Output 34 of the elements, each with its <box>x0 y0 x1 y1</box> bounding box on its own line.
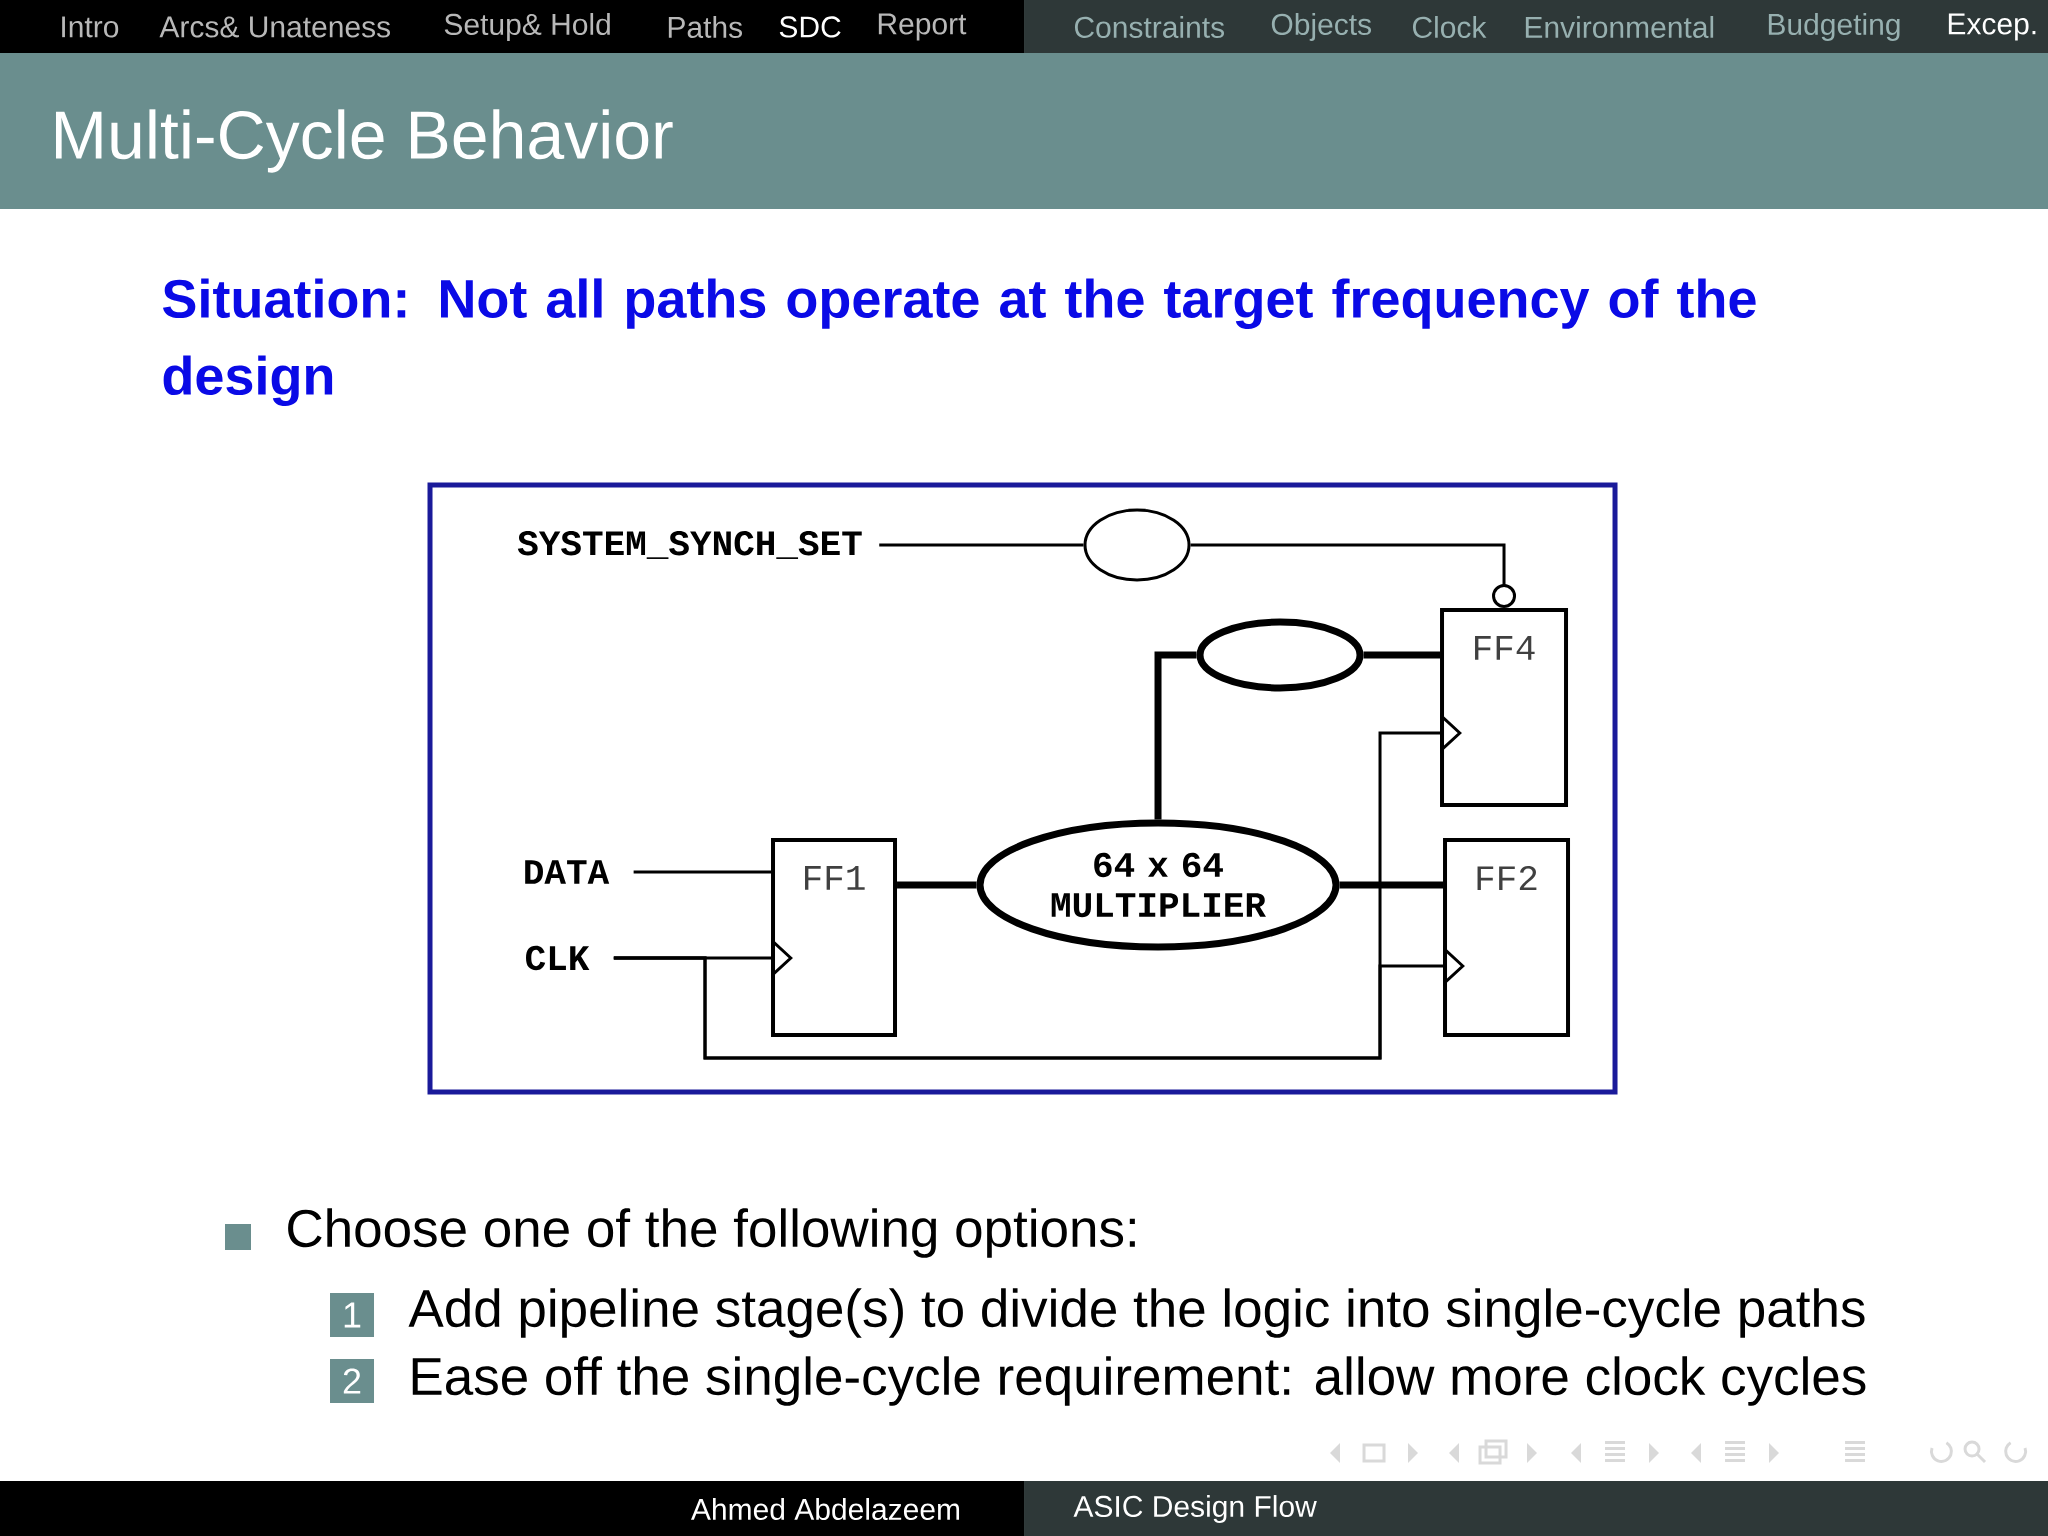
nav-link: Report <box>878 13 967 41</box>
nav-link: SDC <box>779 16 841 38</box>
nav-link: Arcs& Unateness <box>159 16 390 38</box>
nav-link: Clock <box>1412 16 1487 38</box>
wire <box>1339 881 1443 889</box>
situation-text: Situation: Not all paths operate at the target frequency of the design <box>162 278 1756 406</box>
item-number: 1 <box>330 1293 374 1337</box>
flip-flop-box: FF1 <box>771 838 897 1037</box>
nav-link: Environmental <box>1525 16 1714 38</box>
nav-link: Constraints <box>1074 16 1224 38</box>
item-text: Ease off the single-cycle requirement: allow more clock cycles <box>412 1356 1866 1406</box>
logic-ellipse <box>1196 618 1364 692</box>
footer-author: Ahmed Abdelazeem <box>691 1498 960 1520</box>
signal-label: DATA <box>525 860 610 884</box>
flip-flop-box: FF4 <box>1440 608 1569 807</box>
wire <box>1363 651 1441 659</box>
signal-label: SYSTEM_SYNCH_SET <box>517 531 862 559</box>
item-number: 2 <box>330 1359 374 1403</box>
nav-link: Objects <box>1271 13 1371 41</box>
nav-link: Paths <box>668 16 742 38</box>
nav-link: Excep. <box>1948 13 2036 41</box>
nav-link: Budgeting <box>1768 13 1900 41</box>
item-text: Add pipeline stage(s) to divide the logic into single-cycle paths <box>408 1288 1865 1338</box>
footer-title: ASIC Design Flow <box>1073 1495 1317 1523</box>
logic-ellipse <box>1083 508 1191 582</box>
flip-flop-box: FF2 <box>1443 838 1571 1037</box>
signal-label: CLK <box>526 945 590 971</box>
bullet-text: Choose one of the following options: <box>288 1208 1135 1258</box>
wire <box>633 870 771 874</box>
wire <box>879 543 1084 547</box>
nav-link: Intro <box>62 16 119 38</box>
wire <box>1190 543 1516 608</box>
slide-title: Multi-Cycle Behavior <box>56 109 673 173</box>
nav-link: Setup& Hold <box>444 13 610 41</box>
